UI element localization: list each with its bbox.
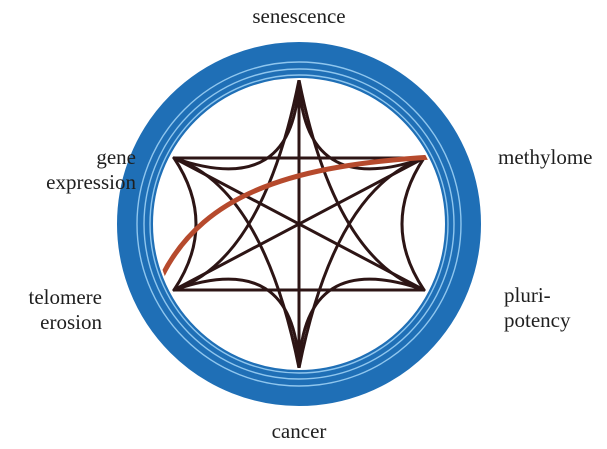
label-pluripotency: pluri- potency <box>504 283 594 333</box>
edge-gene-expression-telomere <box>172 156 198 292</box>
telomere-line-1: telomere <box>28 285 102 309</box>
edge-senescence-telomere <box>172 80 301 292</box>
cancer-label: cancer <box>271 419 327 443</box>
senescence-label: senescence <box>252 4 346 28</box>
edge-cancer-gene-expression <box>172 156 301 368</box>
label-senescence: senescence <box>238 4 360 29</box>
methylome-label: methylome <box>498 145 593 169</box>
edge-methylome-telomere <box>172 156 426 292</box>
edge-senescence-pluripotency <box>297 80 426 292</box>
label-gene-expression: gene expression <box>0 145 136 195</box>
gene-line-1: gene <box>96 145 136 169</box>
label-cancer: cancer <box>248 419 350 444</box>
outer-ring <box>117 42 481 406</box>
highlight-edge-telomere-methylome <box>159 154 435 279</box>
edge-methylome-pluripotency <box>400 156 426 292</box>
label-telomere-erosion: telomere erosion <box>0 285 102 335</box>
edge-senescence-methylome <box>297 80 426 171</box>
gene-line-2: expression <box>46 170 136 194</box>
label-methylome: methylome <box>498 145 607 170</box>
edge-gene-expression-senescence <box>172 80 301 171</box>
pluripotency-line-2: potency <box>504 308 571 332</box>
pluripotency-line-1: pluri- <box>504 283 551 307</box>
edge-cancer-methylome <box>297 156 426 368</box>
edge-pluripotency-cancer <box>297 277 426 368</box>
telomere-line-2: erosion <box>40 310 102 334</box>
edge-cancer-telomere <box>172 277 301 368</box>
